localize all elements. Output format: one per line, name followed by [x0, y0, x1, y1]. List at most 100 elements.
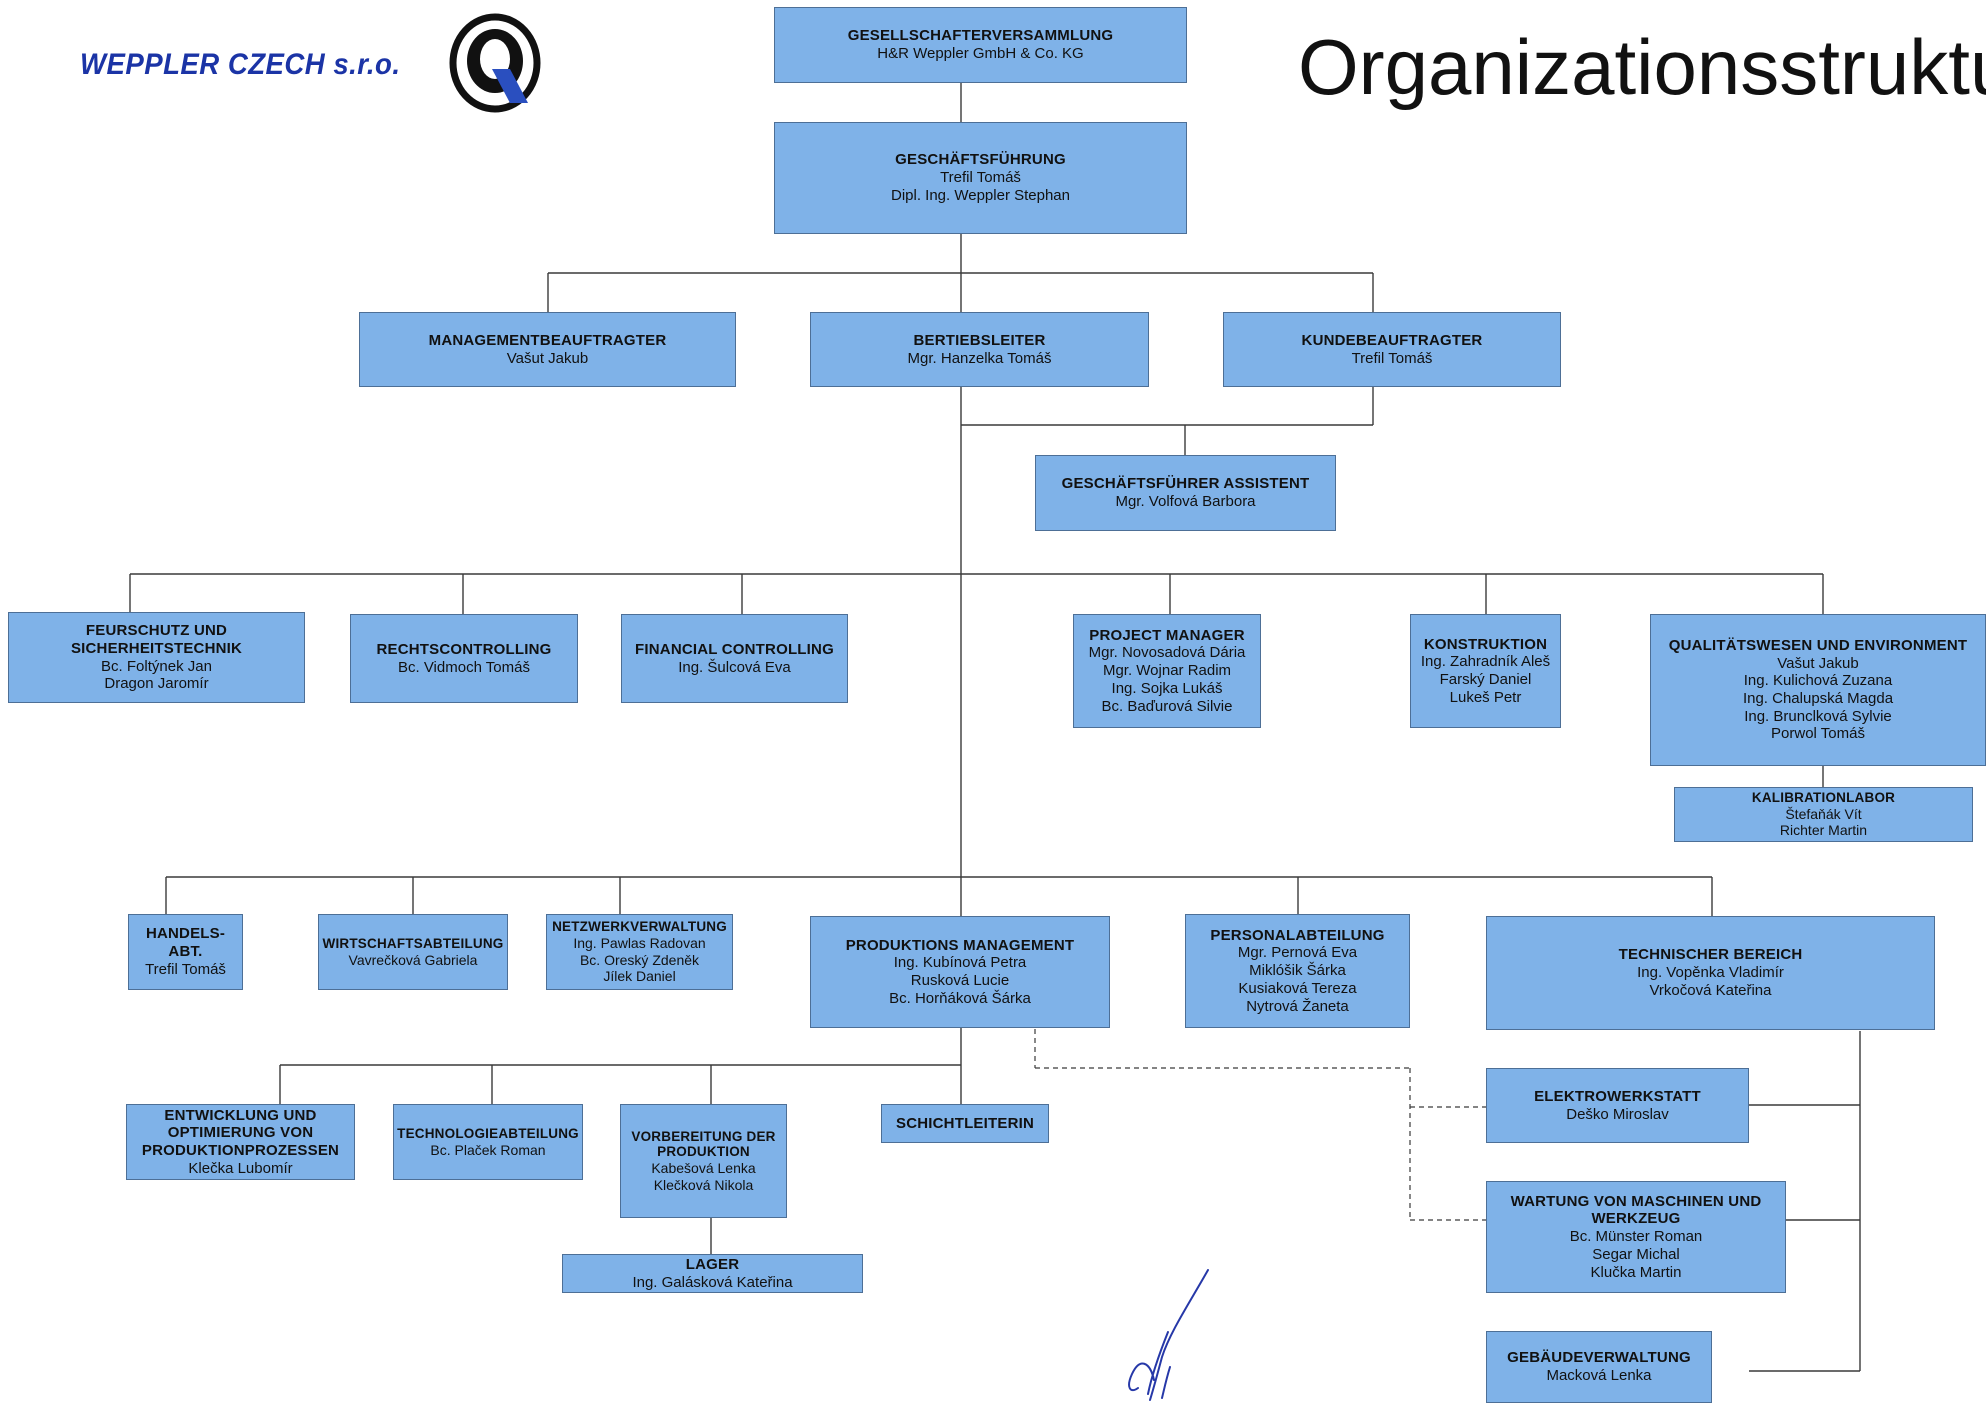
- unit-title: KUNDEBEAUFTRAGTER: [1301, 331, 1483, 349]
- unit-betriebsleiter: BERTIEBSLEITER Mgr. Hanzelka Tomáš: [810, 312, 1149, 387]
- unit-title: GESCHÄFTSFÜHRUNG: [895, 151, 1066, 169]
- unit-geschaeftsfuehrung: GESCHÄFTSFÜHRUNG Trefil Tomáš Dipl. Ing.…: [774, 122, 1187, 234]
- unit-title: FEURSCHUTZ UND SICHERHEITSTECHNIK: [70, 622, 243, 657]
- unit-handels-abt: HANDELS-ABT. Trefil Tomáš: [128, 914, 243, 990]
- unit-member: Klečková Nikola: [653, 1176, 754, 1193]
- unit-title: VORBEREITUNG DER PRODUKTION: [631, 1128, 776, 1160]
- unit-member: Klečka Lubomír: [188, 1159, 293, 1177]
- unit-technischer-bereich: TECHNISCHER BEREICH Ing. Vopěnka Vladimí…: [1486, 916, 1935, 1030]
- unit-title: HANDELS-ABT.: [145, 925, 226, 961]
- unit-member: Dragon Jaromír: [104, 675, 209, 693]
- unit-member: H&R Weppler GmbH & Co. KG: [877, 45, 1084, 62]
- unit-member: Vašut Jakub: [1777, 654, 1859, 672]
- unit-project-manager: PROJECT MANAGER Mgr. Novosadová Dária Mg…: [1073, 614, 1261, 728]
- unit-konstruktion: KONSTRUKTION Ing. Zahradník Aleš Farský …: [1410, 614, 1561, 728]
- unit-member: Štefaňák Vít: [1785, 805, 1862, 822]
- unit-member: Bc. Foltýnek Jan: [101, 657, 212, 675]
- unit-personalabteilung: PERSONALABTEILUNG Mgr. Pernová Eva Mikló…: [1185, 914, 1410, 1028]
- unit-member: Ing. Pawlas Radovan: [573, 935, 706, 952]
- unit-title: ELEKTROWERKSTATT: [1534, 1087, 1701, 1105]
- unit-produktions-management: PRODUKTIONS MANAGEMENT Ing. Kubínová Pet…: [810, 916, 1110, 1028]
- unit-member: Trefil Tomáš: [1351, 349, 1433, 367]
- unit-member: Vašut Jakub: [506, 349, 589, 367]
- unit-member: Ing. Zahradník Aleš: [1420, 653, 1551, 671]
- company-logo-text: WEPPLER CZECH s.r.o.: [80, 48, 401, 81]
- unit-member: Bc. Horňáková Šárka: [889, 989, 1031, 1007]
- unit-member: Jílek Daniel: [603, 968, 676, 985]
- unit-title: FINANCIAL CONTROLLING: [635, 640, 834, 658]
- unit-lager: LAGER Ing. Galásková Kateřina: [562, 1254, 863, 1293]
- unit-feuerschutz: FEURSCHUTZ UND SICHERHEITSTECHNIK Bc. Fo…: [8, 612, 305, 703]
- unit-geschaeftsfuehrer-assistent: GESCHÄFTSFÜHRER ASSISTENT Mgr. Volfová B…: [1035, 455, 1336, 531]
- unit-member: Bc. Münster Roman: [1569, 1228, 1703, 1246]
- unit-wartung: WARTUNG VON MASCHINEN UND WERKZEUG Bc. M…: [1486, 1181, 1786, 1293]
- unit-member: Ing. Kubínová Petra: [893, 954, 1027, 972]
- unit-kundebeauftragter: KUNDEBEAUFTRAGTER Trefil Tomáš: [1223, 312, 1561, 387]
- unit-title: KONSTRUKTION: [1423, 635, 1548, 653]
- unit-member: Bc. Vidmoch Tomáš: [397, 658, 530, 676]
- unit-member: Mgr. Novosadová Dária: [1088, 644, 1246, 662]
- unit-member: Bc. Baďurová Silvie: [1101, 697, 1233, 715]
- unit-member: Ing. Šulcová Eva: [678, 658, 791, 676]
- unit-member: Porwol Tomáš: [1771, 725, 1865, 743]
- unit-managementbeauftragter: MANAGEMENTBEAUFTRAGTER Vašut Jakub: [359, 312, 736, 387]
- unit-member: Dipl. Ing. Weppler Stephan: [891, 186, 1070, 204]
- unit-technologieabteilung: TECHNOLOGIEABTEILUNG Bc. Plaček Roman: [393, 1104, 583, 1180]
- unit-member: Mgr. Pernová Eva: [1237, 944, 1358, 962]
- unit-title: PRODUKTIONS MANAGEMENT: [845, 936, 1075, 954]
- unit-elektrowerkstatt: ELEKTROWERKSTATT Deško Miroslav: [1486, 1068, 1749, 1143]
- unit-member: Vavrečková Gabriela: [348, 951, 478, 968]
- unit-member: Miklóšik Šárka: [1249, 962, 1346, 980]
- unit-member: Ing. Galásková Kateřina: [632, 1273, 793, 1291]
- unit-vorbereitung-der-produktion: VORBEREITUNG DER PRODUKTION Kabešová Len…: [620, 1104, 787, 1218]
- unit-title: QUALITÄTSWESEN UND ENVIRONMENT: [1668, 636, 1968, 654]
- unit-member: Bc. Oreský Zdeněk: [579, 951, 700, 968]
- unit-gesellschafterversammlung: GESELLSCHAFTERVERSAMMLUNG H&R Weppler Gm…: [774, 7, 1187, 83]
- unit-kalibrationlabor: KALIBRATIONLABOR Štefaňák Vít Richter Ma…: [1674, 787, 1973, 842]
- unit-rechtscontrolling: RECHTSCONTROLLING Bc. Vidmoch Tomáš: [350, 614, 578, 703]
- unit-title: GEBÄUDEVERWALTUNG: [1507, 1349, 1691, 1367]
- unit-title: PERSONALABTEILUNG: [1210, 926, 1385, 944]
- unit-title: MANAGEMENTBEAUFTRAGTER: [428, 331, 667, 349]
- unit-member: Richter Martin: [1779, 822, 1868, 839]
- unit-title: RECHTSCONTROLLING: [376, 640, 552, 658]
- unit-member: Ing. Sojka Lukáš: [1111, 679, 1223, 697]
- unit-title: NETZWERKVERWALTUNG: [552, 919, 727, 935]
- unit-title: WIRTSCHAFTSABTEILUNG: [322, 935, 504, 951]
- unit-member: Mgr. Hanzelka Tomáš: [907, 349, 1052, 367]
- unit-member: Ing. Brunclková Sylvie: [1744, 707, 1892, 725]
- unit-title: BERTIEBSLEITER: [913, 331, 1046, 349]
- unit-title: ENTWICKLUNG UND OPTIMIERUNG VON PRODUKTI…: [141, 1106, 340, 1159]
- unit-member: Bc. Plaček Roman: [430, 1141, 546, 1158]
- q-quality-logo-icon: [448, 11, 542, 120]
- unit-title: GESELLSCHAFTERVERSAMMLUNG: [847, 27, 1114, 45]
- unit-member: Klučka Martin: [1590, 1263, 1682, 1281]
- unit-entwicklung: ENTWICKLUNG UND OPTIMIERUNG VON PRODUKTI…: [126, 1104, 355, 1180]
- unit-member: Nytrová Žaneta: [1246, 997, 1349, 1015]
- unit-title: TECHNISCHER BEREICH: [1618, 946, 1803, 964]
- unit-title: LAGER: [685, 1255, 740, 1273]
- unit-member: Kusiaková Tereza: [1238, 979, 1357, 997]
- unit-gebaeudeverwaltung: GEBÄUDEVERWALTUNG Macková Lenka: [1486, 1331, 1712, 1403]
- unit-schichtleiterin: SCHICHTLEITERIN: [881, 1104, 1049, 1143]
- unit-qualitaetswesen: QUALITÄTSWESEN UND ENVIRONMENT Vašut Jak…: [1650, 614, 1986, 766]
- unit-title: PROJECT MANAGER: [1089, 626, 1245, 644]
- unit-member: Segar Michal: [1592, 1245, 1680, 1263]
- unit-member: Trefil Tomáš: [145, 960, 226, 978]
- page-title: Organizationsstruktur: [1298, 23, 1986, 111]
- unit-member: Trefil Tomáš: [940, 169, 1021, 187]
- unit-title: KALIBRATIONLABOR: [1751, 790, 1896, 806]
- unit-title: TECHNOLOGIEABTEILUNG: [397, 1125, 579, 1141]
- unit-title: WARTUNG VON MASCHINEN UND WERKZEUG: [1510, 1192, 1762, 1228]
- unit-member: Deško Miroslav: [1566, 1105, 1669, 1123]
- unit-member: Ing. Vopěnka Vladimír: [1637, 964, 1784, 982]
- unit-member: Ing. Chalupská Magda: [1742, 690, 1894, 707]
- unit-wirtschaftsabteilung: WIRTSCHAFTSABTEILUNG Vavrečková Gabriela: [318, 914, 508, 990]
- unit-member: Farský Daniel: [1439, 671, 1532, 688]
- unit-financial-controlling: FINANCIAL CONTROLLING Ing. Šulcová Eva: [621, 614, 848, 703]
- unit-member: Rusková Lucie: [910, 972, 1010, 989]
- unit-title: GESCHÄFTSFÜHRER ASSISTENT: [1061, 475, 1310, 493]
- unit-member: Mgr. Volfová Barbora: [1115, 493, 1256, 510]
- unit-member: Mgr. Wojnar Radim: [1102, 662, 1232, 680]
